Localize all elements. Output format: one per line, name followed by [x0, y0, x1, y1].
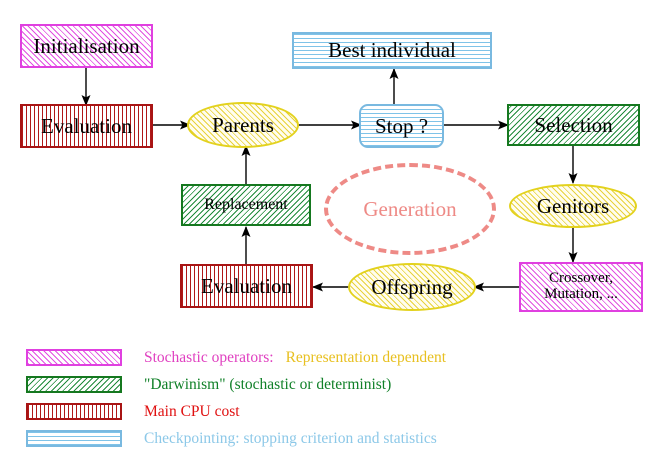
node-genitors[interactable]: Genitors — [509, 184, 637, 228]
legend-row-main-cpu-cost: Main CPU cost — [26, 399, 646, 424]
node-offspring-label: Offspring — [371, 274, 453, 299]
node-selection-label: Selection — [534, 112, 613, 137]
node-offspring[interactable]: Offspring — [348, 263, 476, 311]
node-genitors-label: Genitors — [536, 193, 610, 218]
legend-swatch-red-vertical-hatch — [26, 403, 122, 420]
legend-label-main-cpu-cost: Main CPU cost — [144, 402, 240, 420]
legend-label-representation-dependent: Representation dependent — [285, 348, 447, 366]
node-replacement[interactable]: Replacement — [181, 184, 311, 226]
legend-label-stochastic-operators: Stochastic operators: — [144, 348, 274, 366]
node-evaluation-bottom[interactable]: Evaluation — [180, 264, 313, 308]
legend-row-stochastic-operators: Stochastic operators: Representation dep… — [26, 345, 646, 370]
legend-swatch-green-diagonal-hatch — [26, 376, 122, 393]
node-initialisation[interactable]: Initialisation — [20, 24, 153, 68]
node-generation: Generation — [324, 163, 496, 255]
node-evaluation-top-label: Evaluation — [41, 113, 132, 138]
node-selection[interactable]: Selection — [507, 104, 640, 146]
node-generation-label: Generation — [363, 196, 457, 221]
legend-row-darwinism: "Darwinism" (stochastic or determinist) — [26, 372, 646, 397]
legend: Stochastic operators: Representation dep… — [26, 345, 646, 453]
node-best-individual-label: Best individual — [328, 38, 456, 63]
legend-swatch-magenta-diagonal-hatch — [26, 349, 122, 366]
node-best-individual[interactable]: Best individual — [292, 32, 492, 69]
node-crossover-mutation[interactable]: Crossover, Mutation, ... — [519, 262, 643, 312]
node-crossover-line2: Mutation, ... — [544, 286, 618, 302]
node-evaluation-top[interactable]: Evaluation — [20, 104, 153, 148]
node-initialisation-label: Initialisation — [33, 33, 140, 58]
node-crossover-line1: Crossover, — [549, 270, 613, 287]
legend-row-checkpointing: Checkpointing: stopping criterion and st… — [26, 426, 646, 451]
legend-label-checkpointing: Checkpointing: stopping criterion and st… — [144, 429, 437, 447]
node-evaluation-bottom-label: Evaluation — [201, 273, 292, 298]
node-stop-label: Stop ? — [374, 113, 429, 138]
node-parents[interactable]: Parents — [187, 102, 299, 148]
node-parents-label: Parents — [212, 112, 274, 137]
legend-label-darwinism: "Darwinism" (stochastic or determinist) — [144, 375, 392, 393]
node-stop[interactable]: Stop ? — [359, 104, 444, 148]
legend-swatch-blue-horizontal-hatch — [26, 430, 122, 447]
node-replacement-label: Replacement — [204, 195, 288, 213]
